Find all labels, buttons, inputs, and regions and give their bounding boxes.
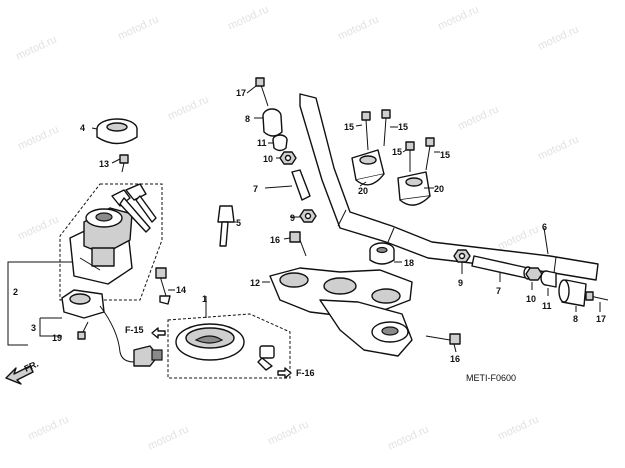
callout-9-left: 9 <box>290 213 295 223</box>
callout-5: 5 <box>236 218 241 228</box>
watermark: motod.ru <box>16 213 60 242</box>
fuel-cap <box>175 323 245 361</box>
callout-11-right: 11 <box>542 301 552 311</box>
reference-f15: F-15 <box>125 325 144 335</box>
nut-9-left <box>299 209 317 223</box>
front-direction-arrow-icon <box>5 365 34 385</box>
cap-lock <box>257 345 275 371</box>
callout-20-right: 20 <box>434 184 444 194</box>
callout-13: 13 <box>99 159 109 169</box>
handlebar <box>299 93 599 281</box>
key-cylinder-box <box>59 183 163 301</box>
handlebar-holder-upper-right <box>397 171 431 206</box>
callout-15-c: 15 <box>392 147 402 157</box>
top-bridge <box>269 267 413 357</box>
callout-2: 2 <box>13 287 18 297</box>
collar-11-left <box>272 134 288 152</box>
bolt-17-top <box>255 77 269 107</box>
watermark: motod.ru <box>336 13 380 42</box>
callout-15-d: 15 <box>440 150 450 160</box>
callout-4: 4 <box>80 123 85 133</box>
nut-10-left <box>279 151 297 165</box>
callout-8-right: 8 <box>573 314 578 324</box>
callout-7-left: 7 <box>253 184 258 194</box>
callout-12: 12 <box>250 278 260 288</box>
callout-1: 1 <box>202 294 207 304</box>
bolt-14 <box>155 267 171 305</box>
watermark: motod.ru <box>166 93 210 122</box>
callout-10-right: 10 <box>526 294 536 304</box>
arrow-f15-icon <box>151 327 166 339</box>
callout-9-right: 9 <box>458 278 463 288</box>
watermark: motod.ru <box>14 33 58 62</box>
callout-18: 18 <box>404 258 414 268</box>
screw-13 <box>119 154 129 173</box>
handlebar-holder-upper-left <box>351 149 385 186</box>
callout-8-left: 8 <box>245 114 250 124</box>
key-set <box>111 183 157 233</box>
watermark: motod.ru <box>16 123 60 152</box>
bolt-17-right <box>585 291 609 301</box>
callout-17-top: 17 <box>236 88 246 98</box>
front-direction-label: FR. <box>23 359 40 374</box>
arrow-f16-icon <box>277 367 292 379</box>
watermark: motod.ru <box>536 23 580 52</box>
nut-10-right <box>525 267 543 281</box>
weight-core-7-left <box>291 169 311 201</box>
ignition-switch <box>69 207 133 285</box>
bar-end-weight-left <box>262 108 283 137</box>
bolt-16-right <box>425 333 461 345</box>
bar-end-weight-right <box>558 279 587 307</box>
callout-3: 3 <box>31 323 36 333</box>
watermark: motod.ru <box>146 423 190 452</box>
watermark: motod.ru <box>536 133 580 162</box>
watermark: motod.ru <box>266 418 310 447</box>
watermark: motod.ru <box>496 413 540 442</box>
collar-11-right <box>540 270 557 288</box>
callout-20-left: 20 <box>358 186 368 196</box>
callout-11-left: 11 <box>257 138 267 148</box>
callout-19: 19 <box>52 333 62 343</box>
bolts-15 <box>361 109 435 172</box>
stem-nut <box>369 242 395 265</box>
switch-unit <box>61 289 163 367</box>
watermark: motod.ru <box>116 13 160 42</box>
watermark: motod.ru <box>436 3 480 32</box>
callout-7-right: 7 <box>496 286 501 296</box>
callout-15-a: 15 <box>344 122 354 132</box>
bolt-19 <box>77 321 89 340</box>
key-cap <box>96 118 138 145</box>
nut-9-right <box>453 249 471 263</box>
callout-14: 14 <box>176 285 186 295</box>
callout-labels: 1 2 3 4 5 6 7 7 8 8 9 9 10 10 11 11 12 1… <box>13 88 606 364</box>
callout-10-left: 10 <box>263 154 273 164</box>
watermark: motod.ru <box>26 413 70 442</box>
callout-17-right: 17 <box>596 314 606 324</box>
diagram-code: METI-F0600 <box>466 373 516 383</box>
callout-6: 6 <box>542 222 547 232</box>
callout-16-left: 16 <box>270 235 280 245</box>
watermark: motod.ru <box>386 423 430 452</box>
reference-f16: F-16 <box>296 368 315 378</box>
watermark: motod.ru <box>456 103 500 132</box>
bolt-16-left <box>289 231 307 257</box>
callout-15-b: 15 <box>398 122 408 132</box>
callout-16-right: 16 <box>450 354 460 364</box>
key-5 <box>217 205 235 247</box>
watermark: motod.ru <box>496 223 540 252</box>
watermark: motod.ru <box>226 3 270 32</box>
